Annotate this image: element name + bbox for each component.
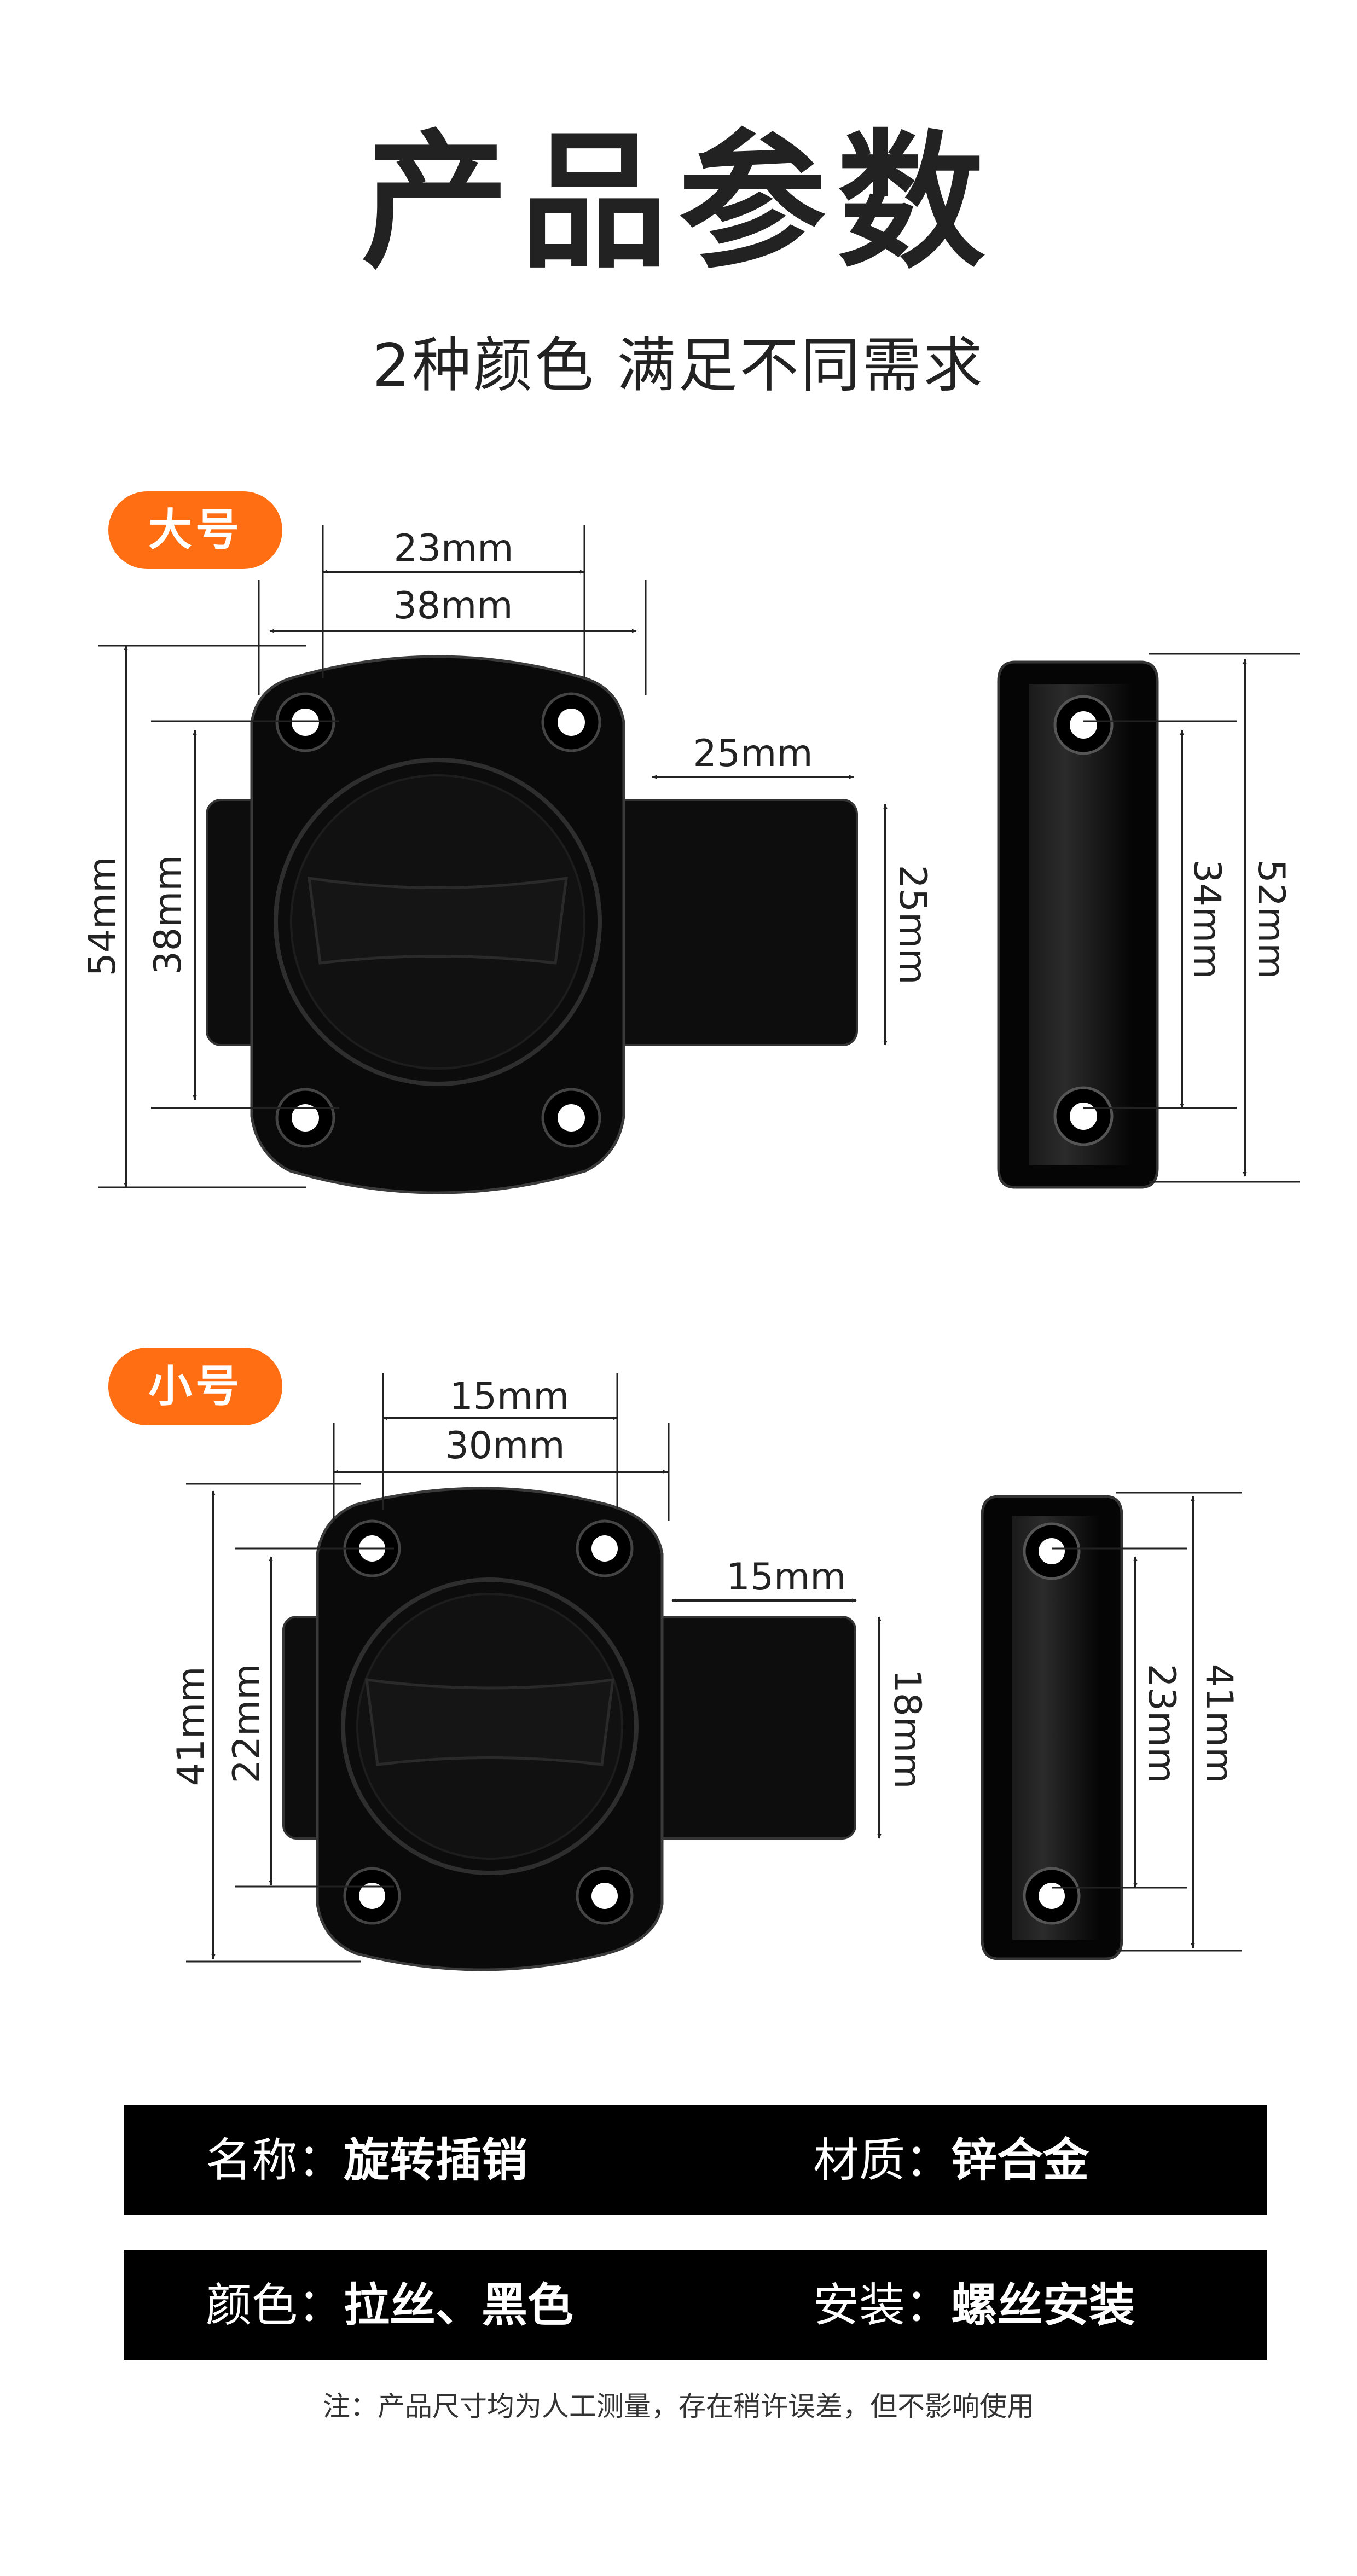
- size-badge-small: 小号: [108, 1348, 282, 1425]
- large-knob-handle: [308, 877, 568, 965]
- dim-small-keeper-height: 41mm: [1197, 1663, 1240, 1783]
- dim-large-keeper-hole-span: 34mm: [1185, 859, 1228, 979]
- spec-name-label: 名称：: [206, 2133, 344, 2187]
- dim-small-keeper-hole-span: 23mm: [1140, 1663, 1183, 1783]
- spec-name-value: 旋转插销: [344, 2133, 528, 2187]
- dim-large-bolt-height: 25mm: [891, 865, 934, 984]
- dim-small-total-height: 41mm: [170, 1666, 213, 1786]
- spec-install: 安装：螺丝安装: [813, 2250, 1135, 2360]
- dim-large-total-height: 54mm: [81, 856, 124, 976]
- page-title: 产品参数: [361, 116, 996, 288]
- dim-small-hole-span-top: 15mm: [449, 1375, 569, 1418]
- large-keeper: [997, 660, 1159, 1189]
- dim-large-hole-span-top: 23mm: [393, 527, 513, 570]
- dim-small-body-width: 30mm: [445, 1424, 565, 1467]
- dim-small-hole-span-side: 22mm: [225, 1663, 269, 1783]
- dimension-drawings: 23mm 38mm 25mm 25mm 54mm 38mm 34mm 52mm: [81, 525, 1300, 1971]
- dim-small-bolt-height: 18mm: [885, 1669, 929, 1789]
- size-badge-large: 大号: [108, 491, 282, 569]
- large-latch: [206, 655, 858, 1194]
- dim-large-keeper-height: 52mm: [1249, 859, 1292, 979]
- small-knob-handle: [365, 1678, 614, 1766]
- large-dimension-lines: [98, 525, 1300, 1188]
- page-subtitle: 2种颜色 满足不同需求: [372, 332, 985, 400]
- footnote: 注：产品尺寸均为人工测量，存在稍许误差，但不影响使用: [323, 2391, 1034, 2422]
- dim-large-body-width: 38mm: [393, 584, 513, 628]
- spec-material-value: 锌合金: [951, 2133, 1089, 2187]
- dim-small-bolt-extend: 15mm: [726, 1556, 846, 1599]
- spec-material: 材质：锌合金: [813, 2105, 1089, 2215]
- large-dimension-labels: 23mm 38mm 25mm 25mm 54mm 38mm 34mm 52mm: [81, 527, 1292, 985]
- spec-color-label: 颜色：: [206, 2278, 344, 2332]
- spec-install-label: 安装：: [813, 2278, 952, 2332]
- spec-name: 名称：旋转插销: [206, 2105, 527, 2215]
- small-keeper: [981, 1495, 1123, 1960]
- spec-install-value: 螺丝安装: [951, 2278, 1135, 2332]
- small-dimension-lines: [186, 1373, 1242, 1963]
- dim-large-hole-span-side: 38mm: [147, 855, 190, 974]
- spec-material-label: 材质：: [813, 2133, 952, 2187]
- small-dimension-labels: 15mm 30mm 15mm 18mm 41mm 22mm 23mm 41mm: [170, 1375, 1240, 1789]
- spec-bar-1: 名称：旋转插销 材质：锌合金: [124, 2105, 1267, 2215]
- spec-color-value: 拉丝、黑色: [344, 2278, 574, 2332]
- spec-color: 颜色：拉丝、黑色: [206, 2250, 573, 2360]
- spec-bar-2: 颜色：拉丝、黑色 安装：螺丝安装: [124, 2250, 1267, 2360]
- dim-large-bolt-extend: 25mm: [693, 732, 813, 775]
